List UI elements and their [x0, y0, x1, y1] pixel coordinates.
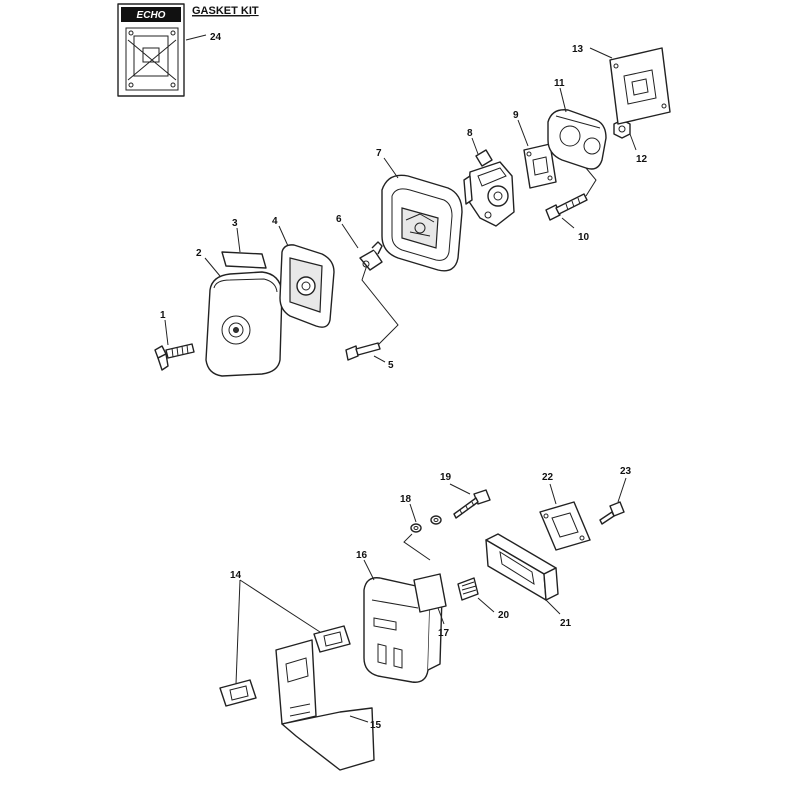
part-8-carburetor[interactable]: [463, 149, 515, 227]
part-16-muffler[interactable]: [363, 577, 443, 683]
callout-22[interactable]: 22: [542, 472, 554, 483]
callout-1[interactable]: 1: [160, 310, 166, 321]
callout-12[interactable]: 12: [636, 154, 648, 165]
part-5-bolt[interactable]: [345, 342, 381, 361]
callout-3[interactable]: 3: [232, 218, 238, 229]
callout-6[interactable]: 6: [336, 214, 342, 225]
callout-23[interactable]: 23: [620, 466, 632, 477]
part-4-air-filter[interactable]: [279, 244, 335, 328]
callout-20[interactable]: 20: [498, 610, 510, 621]
callout-10[interactable]: 10: [578, 232, 590, 243]
part-14-gasket-front[interactable]: [219, 679, 257, 707]
part-10-bolt[interactable]: [545, 193, 588, 221]
gasket-kit-box[interactable]: ECHO: [117, 3, 185, 97]
part-19-bolt[interactable]: [453, 489, 491, 519]
callout-8[interactable]: 8: [467, 128, 473, 139]
callout-24[interactable]: 24: [210, 32, 222, 43]
part-21-muffler-cover[interactable]: [485, 533, 559, 601]
part-1-wing-bolt[interactable]: [154, 343, 195, 371]
part-22-gasket[interactable]: [539, 501, 591, 551]
callout-16[interactable]: 16: [356, 550, 368, 561]
callout-18[interactable]: 18: [400, 494, 412, 505]
callout-11[interactable]: 11: [554, 78, 565, 89]
callout-15[interactable]: 15: [370, 720, 382, 731]
gasket-kit-illustration: [125, 27, 179, 91]
callout-19[interactable]: 19: [440, 472, 452, 483]
part-14-gasket-rear[interactable]: [313, 625, 351, 653]
part-3-filter-felt[interactable]: [221, 251, 267, 269]
callout-9[interactable]: 9: [513, 110, 519, 121]
part-6-bracket[interactable]: [359, 241, 383, 271]
part-7-air-cleaner-case[interactable]: [381, 174, 463, 272]
callout-13[interactable]: 13: [572, 44, 584, 55]
part-15-muffler-guard[interactable]: [275, 639, 375, 771]
callout-4[interactable]: 4: [272, 216, 278, 227]
kit-brand-logo: ECHO: [137, 10, 166, 21]
part-9-gasket[interactable]: [523, 143, 557, 189]
callout-5[interactable]: 5: [388, 360, 394, 371]
callout-17[interactable]: 17: [438, 628, 450, 639]
part-11-insulator[interactable]: [547, 109, 607, 170]
part-2-air-cleaner-cover[interactable]: [205, 271, 283, 377]
part-23-screw[interactable]: [599, 501, 625, 525]
callout-2[interactable]: 2: [196, 248, 202, 259]
callout-21[interactable]: 21: [560, 618, 572, 629]
gasket-kit-title: GASKET KIT: [192, 5, 259, 17]
part-17-plate[interactable]: [413, 573, 447, 613]
part-13-gasket[interactable]: [609, 47, 671, 125]
part-20-spark-arrestor-screen[interactable]: [457, 577, 479, 601]
part-18-washer[interactable]: [410, 515, 442, 533]
callout-7[interactable]: 7: [376, 148, 382, 159]
callout-14[interactable]: 14: [230, 570, 242, 581]
